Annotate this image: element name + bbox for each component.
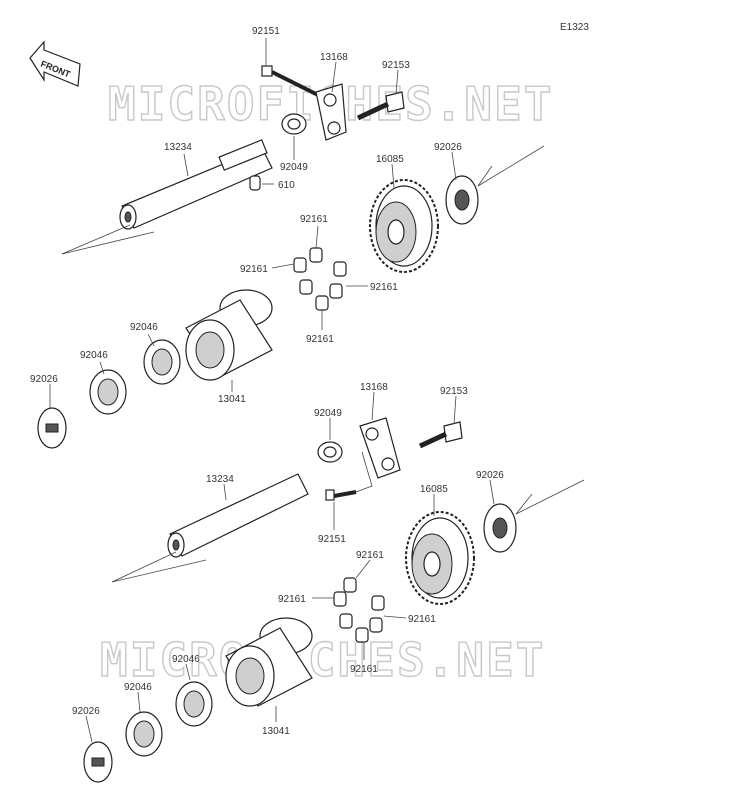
lever-13168-upper bbox=[315, 83, 347, 141]
washer-92026-upper-left bbox=[37, 407, 67, 449]
watermark-bottom: MICROFICHES.NET bbox=[100, 633, 545, 687]
needle-bearing-92046-lower-b bbox=[125, 711, 163, 757]
label-b-92049: 92049 bbox=[314, 408, 342, 419]
hub-13041-upper bbox=[185, 289, 273, 381]
label-b-92046-b: 92046 bbox=[124, 682, 152, 693]
label-a-92046-a: 92046 bbox=[130, 322, 158, 333]
label-a-16085: 16085 bbox=[376, 154, 404, 165]
seal-92049-upper bbox=[281, 113, 307, 135]
label-a-13041: 13041 bbox=[218, 394, 246, 405]
rollers-92161-lower bbox=[333, 577, 385, 643]
label-b-92153: 92153 bbox=[440, 386, 468, 397]
label-a-13168: 13168 bbox=[320, 52, 348, 63]
label-a-92049: 92049 bbox=[280, 162, 308, 173]
label-b-92161-right: 92161 bbox=[408, 614, 436, 625]
label-a-13234: 13234 bbox=[164, 142, 192, 153]
bolt-92153-lower bbox=[418, 421, 463, 449]
lever-13168-lower bbox=[359, 417, 401, 479]
label-b-13168: 13168 bbox=[360, 382, 388, 393]
shaft-13234-upper bbox=[61, 139, 273, 255]
part-labels: 92151 13168 92153 13234 92049 610 16085 … bbox=[30, 26, 504, 737]
washer-92026-upper bbox=[445, 145, 545, 225]
hub-13041-lower bbox=[225, 617, 313, 707]
label-a-92151: 92151 bbox=[252, 26, 280, 37]
gear-16085-upper bbox=[369, 179, 439, 273]
label-a-92153: 92153 bbox=[382, 60, 410, 71]
washer-92026-lower-left bbox=[83, 741, 113, 783]
rollers-92161-upper bbox=[293, 247, 347, 311]
label-b-92026: 92026 bbox=[476, 470, 504, 481]
label-b-92161-bottom: 92161 bbox=[350, 664, 378, 675]
label-b-16085: 16085 bbox=[420, 484, 448, 495]
leader-lines bbox=[49, 38, 495, 743]
label-a-92161-left: 92161 bbox=[240, 264, 268, 275]
shaft-13234-lower bbox=[111, 473, 309, 583]
seal-92049-lower bbox=[317, 441, 343, 463]
washer-92026-lower bbox=[483, 479, 585, 553]
diagram-code: E1323 bbox=[560, 22, 589, 33]
needle-bearing-92046-lower-a bbox=[175, 681, 213, 727]
bolt-92151-upper bbox=[261, 65, 321, 98]
pin-610 bbox=[249, 175, 261, 191]
label-a-92026-b: 92026 bbox=[30, 374, 58, 385]
bolt-92151-lower bbox=[325, 451, 373, 501]
label-b-13041: 13041 bbox=[262, 726, 290, 737]
label-a-92046-b: 92046 bbox=[80, 350, 108, 361]
front-arrow-icon: FRONT bbox=[29, 40, 81, 87]
bolt-92153-upper bbox=[356, 91, 405, 121]
label-b-13234: 13234 bbox=[206, 474, 234, 485]
label-a-92161-bottom: 92161 bbox=[306, 334, 334, 345]
label-b-92046-a: 92046 bbox=[172, 654, 200, 665]
label-a-92026: 92026 bbox=[434, 142, 462, 153]
label-b-92151: 92151 bbox=[318, 534, 346, 545]
label-b-92161-top: 92161 bbox=[356, 550, 384, 561]
needle-bearing-92046-upper-a bbox=[143, 339, 181, 385]
label-a-610: 610 bbox=[278, 180, 295, 191]
label-b-92026-b: 92026 bbox=[72, 706, 100, 717]
gear-16085-lower bbox=[405, 511, 475, 605]
needle-bearing-92046-upper-b bbox=[89, 369, 127, 415]
label-b-92161-left: 92161 bbox=[278, 594, 306, 605]
label-a-92161-top: 92161 bbox=[300, 214, 328, 225]
label-a-92161-right: 92161 bbox=[370, 282, 398, 293]
